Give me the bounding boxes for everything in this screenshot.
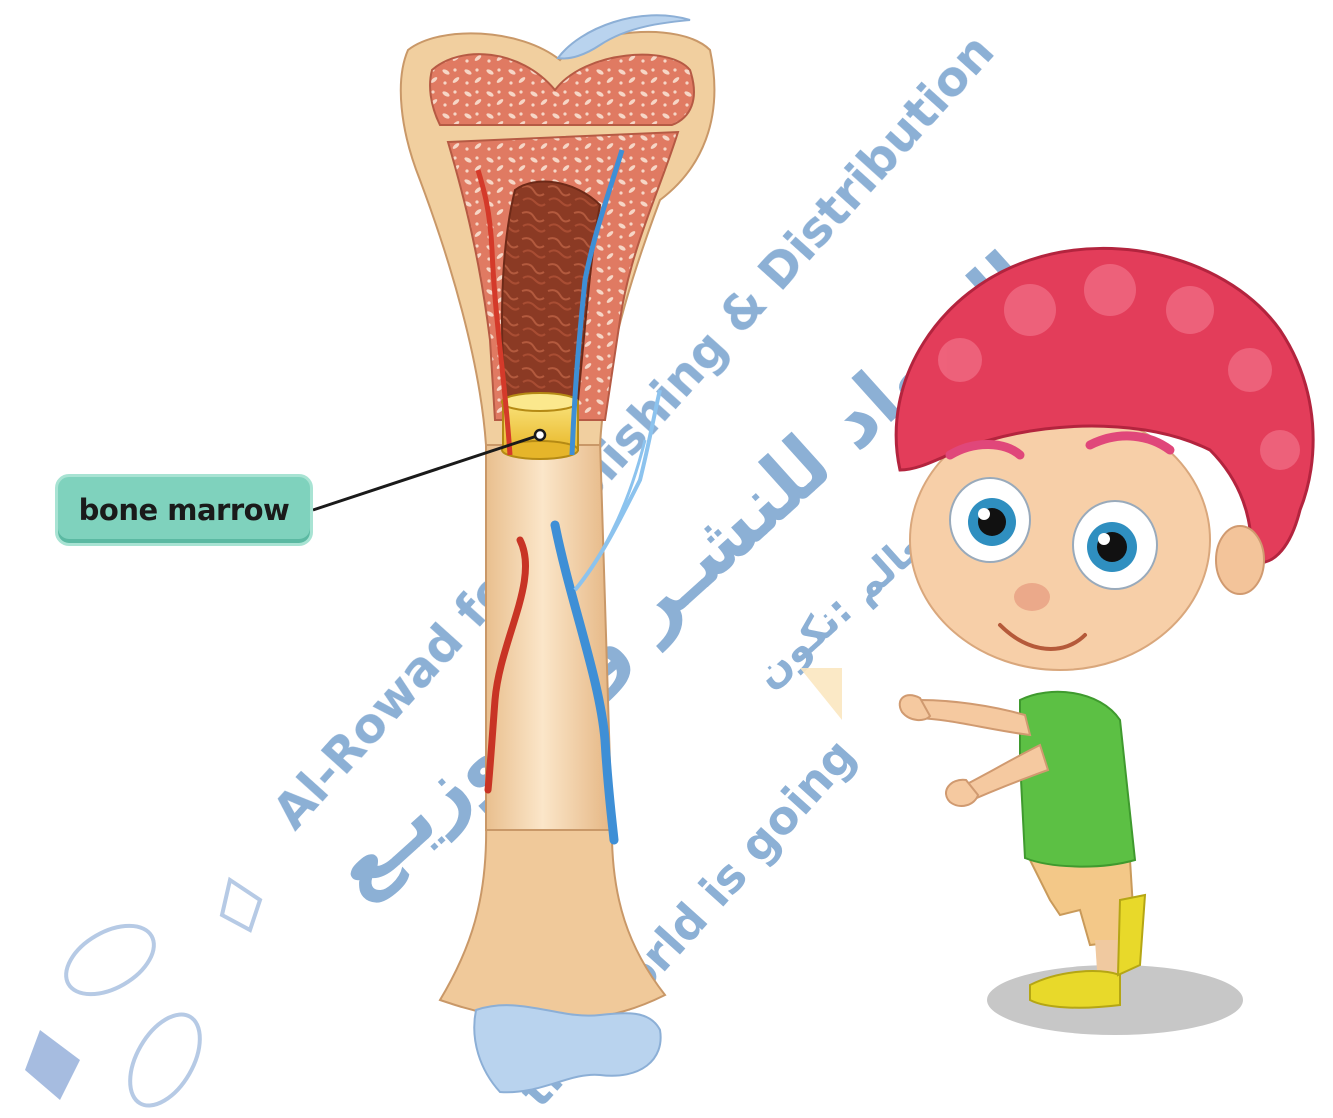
eye-right xyxy=(1073,501,1157,589)
bone-marrow-sample xyxy=(502,393,578,459)
bone-marrow-label: bone marrow xyxy=(55,474,313,546)
bone-marrow-label-text: bone marrow xyxy=(79,493,290,527)
hand-upper xyxy=(900,695,930,720)
boy-character xyxy=(896,248,1313,1035)
bone-lower-end xyxy=(440,820,665,1020)
decorative-triangle xyxy=(800,668,842,720)
watermark-logo xyxy=(25,880,260,1114)
bone-shaft xyxy=(486,440,612,830)
shoe-right xyxy=(1118,895,1145,975)
arm-upper xyxy=(920,700,1030,735)
shirt xyxy=(1020,692,1135,867)
eye-left xyxy=(950,478,1030,562)
cartilage-bottom xyxy=(474,1005,660,1092)
